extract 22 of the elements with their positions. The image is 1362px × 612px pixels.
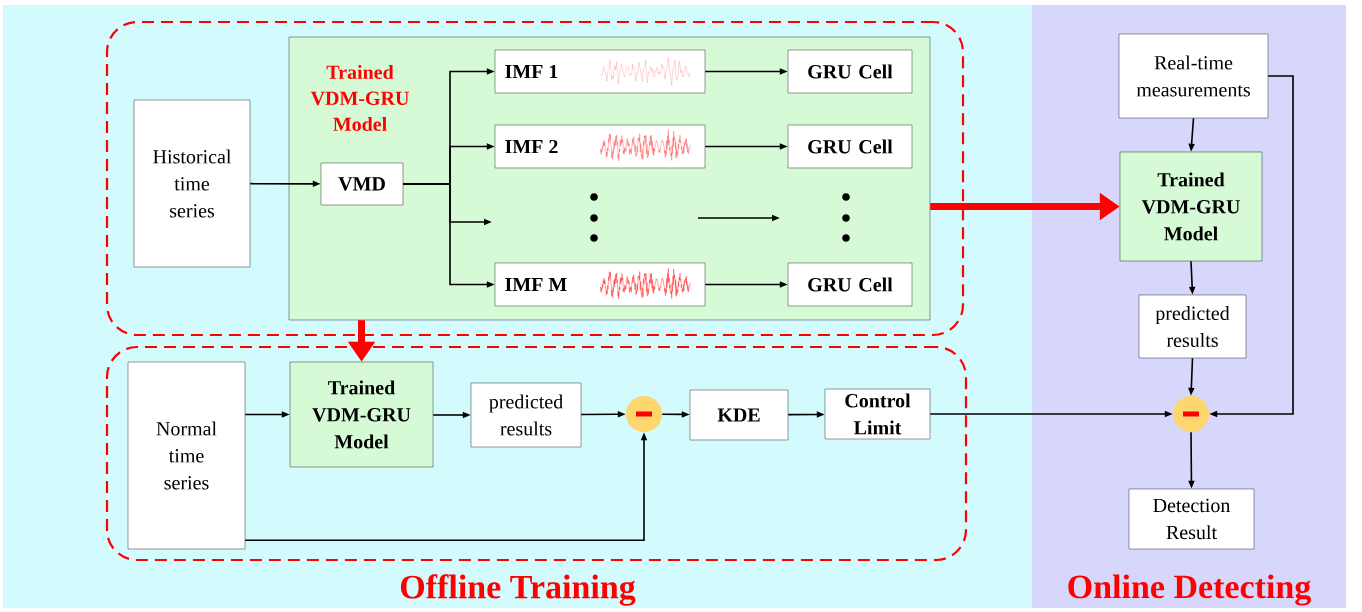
data-box: predicted results xyxy=(1138,294,1247,359)
process-box: GRU Cell xyxy=(787,49,913,94)
section-title: Offline Training xyxy=(400,574,636,606)
process-box: VMD xyxy=(320,162,404,206)
process-box: GRU Cell xyxy=(787,124,913,169)
model-box: Trained VDM-GRU Model xyxy=(1119,151,1263,262)
process-box: GRU Cell xyxy=(787,262,913,307)
model-title: Trained VDM-GRU Model xyxy=(310,64,409,131)
section-title: Online Detecting xyxy=(1068,574,1311,606)
dashed-group xyxy=(105,20,965,337)
data-box: Normal time series xyxy=(127,361,246,550)
data-box: Detection Result xyxy=(1128,488,1255,550)
process-box: KDE xyxy=(689,389,789,441)
sum-circle xyxy=(1173,396,1209,432)
data-box: predicted results xyxy=(470,382,582,448)
process-box: Control Limit xyxy=(824,388,931,440)
signal-box: IMF 1 xyxy=(494,49,706,94)
data-box: Real-time measurements xyxy=(1118,33,1269,119)
model-box: Trained VDM-GRU Model xyxy=(289,361,434,468)
dashed-group xyxy=(105,345,968,562)
sum-circle xyxy=(626,396,662,432)
data-box: Historical time series xyxy=(133,99,251,268)
